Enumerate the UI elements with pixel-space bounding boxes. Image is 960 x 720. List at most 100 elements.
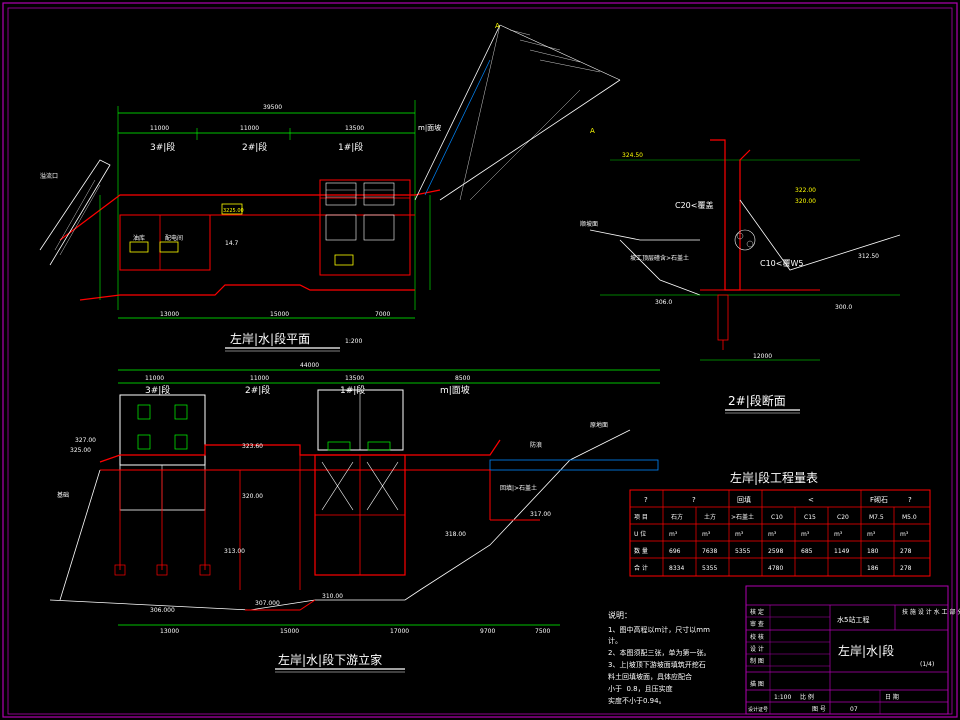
section-note-slope: 顺坡面 (580, 220, 598, 228)
table-h-masonry: F砌石 (870, 496, 888, 504)
plan-seg-dim-1: 11000 (150, 125, 169, 132)
elev-seg-dim-1: 11000 (145, 375, 164, 382)
elev-note-fill: 回填|>石盖土 (500, 484, 537, 492)
notes: 说明： 1、图中高程以m计，尺寸以mm 计。 2、本图须配三张，单为第一张。 3… (608, 610, 710, 705)
table-h-concrete: < (808, 496, 814, 504)
plan-room-oil: 油库 (133, 234, 145, 242)
table-h-item: ? (644, 496, 648, 504)
plan-seg-dim-3: 13500 (345, 125, 364, 132)
table-sh-4: C10 (771, 514, 783, 521)
plan-scale: 1:200 (345, 338, 362, 345)
table-cell: m³ (900, 531, 909, 538)
table-cell: m³ (834, 531, 843, 538)
elev-elev-1: 327.00 (75, 437, 96, 444)
table-cell: 8334 (669, 565, 684, 572)
table-sh-8: M5.0 (902, 514, 917, 521)
table-cell: 5355 (702, 565, 717, 572)
table-sh-1: 石方 (671, 513, 683, 521)
tb-project: 水5站工程 (837, 615, 869, 624)
plan-total-dim: 39500 (263, 104, 282, 111)
tb-row-6: 描 图 (750, 680, 764, 688)
table-cell: m³ (801, 531, 810, 538)
notes-line-6: 小于 0.8，且压实度 (608, 684, 673, 693)
plan-bottom-dim-2: 15000 (270, 311, 289, 318)
notes-line-3: 2、本图须配三张，单为第一张。 (608, 648, 710, 657)
table-cell: 7638 (702, 548, 717, 555)
elev-seg-dim-2: 11000 (250, 375, 269, 382)
elev-elev-4: 320.00 (242, 493, 263, 500)
section-title: 2#|段断面 (728, 393, 786, 408)
tb-no-value: 07 (850, 706, 858, 713)
section-bottom-dim: 12000 (753, 353, 772, 360)
table-cell: 186 (867, 565, 879, 572)
notes-line-4: 3、上|坡顶下游坡面填筑开挖石 (608, 660, 706, 669)
tb-row-2: 审 查 (750, 620, 764, 628)
plan-side-dim: 14.7 (225, 240, 239, 247)
table-sh-2: 土方 (704, 513, 716, 521)
inner-frame (7, 7, 953, 715)
elev-bottom-dim-5: 7500 (535, 628, 550, 635)
plan-title: 左岸|水|段平面 (230, 331, 310, 346)
notes-line-2: 计。 (608, 636, 622, 645)
notes-line-7: 实度不小于0.94。 (608, 696, 666, 705)
table-sh-5: C15 (804, 514, 816, 521)
elev-bottom-dim-1: 13000 (160, 628, 179, 635)
tb-row-4: 设 计 (750, 645, 764, 653)
plan-bottom-dim-3: 7000 (375, 311, 390, 318)
section-note-c20: C20<覆盖 (675, 200, 713, 210)
plan-seg-label-3: 1#|段 (338, 141, 363, 153)
notes-line-1: 1、图中高程以m计，尺寸以mm (608, 625, 710, 634)
table-cell: m³ (768, 531, 777, 538)
quantity-table: 左岸|段工程量表 ? ? 回填 < F砌石 ? 项 目 石方 土方 >石盖土 C… (629, 470, 931, 577)
elev-elev-7: 306.000 (150, 607, 175, 614)
plan-elev-a: A (495, 22, 500, 30)
elev-total-dim: 44000 (300, 362, 319, 369)
table-sh-7: M7.5 (869, 514, 884, 521)
elev-bottom-dim-4: 9700 (480, 628, 495, 635)
table-h-fill: 回填 (737, 495, 751, 504)
elev-elev-8: 307.000 (255, 600, 280, 607)
elev-seg-dim-4: 8500 (455, 375, 470, 382)
notes-heading: 说明： (608, 610, 632, 620)
notes-line-5: 料土回填坡面，具体应配合 (608, 672, 692, 681)
elev-note-base: 基础 (57, 491, 69, 499)
elev-elev-10: 318.00 (445, 531, 466, 538)
table-cell: 2598 (768, 548, 783, 555)
plan-bottom-dim-1: 13000 (160, 311, 179, 318)
tb-row-7: 设计证号 (748, 706, 768, 713)
elev-seg-label-2: 2#|段 (245, 384, 270, 396)
tb-row-5: 制 图 (750, 657, 764, 665)
tb-sheet: (1/4) (920, 661, 934, 668)
plan-view: 39500 11000 11000 13500 3#|段 2#|段 1#|段 m… (39, 22, 621, 352)
table-row-label: 合 计 (634, 564, 648, 572)
tb-row-1: 核 定 (750, 608, 764, 616)
section-elev-4: 312.50 (858, 253, 879, 260)
tb-institute: 技 施 设 计 水 工 部 分 (902, 608, 960, 616)
plan-seg-label-1: 3#|段 (150, 141, 175, 153)
table-cell: m³ (867, 531, 876, 538)
elev-elev-9: 317.00 (530, 511, 551, 518)
elev-elev-2: 325.00 (70, 447, 91, 454)
table-cell: 685 (801, 548, 813, 555)
elev-title: 左岸|水|段下游立家 (278, 652, 382, 667)
plan-seg-label-2: 2#|段 (242, 141, 267, 153)
tb-drawing-title: 左岸|水|段 (838, 643, 894, 658)
elev-seg-dim-3: 13500 (345, 375, 364, 382)
section-note-c10: C10<覆W5 (760, 259, 803, 268)
elev-elev-3: 323.60 (242, 443, 263, 450)
table-sh-6: C20 (837, 514, 849, 521)
section-elev-6: 300.0 (835, 304, 852, 311)
table-cell: 5355 (735, 548, 750, 555)
plan-slope-label: 溢流口 (40, 172, 58, 180)
section-elev-2: 322.00 (795, 187, 816, 194)
tb-scale-label: 比 例 (800, 693, 814, 701)
table-cell: 278 (900, 548, 912, 555)
table-cell: m³ (702, 531, 711, 538)
section-elev-3: 320.00 (795, 198, 816, 205)
table-cell: 180 (867, 548, 879, 555)
elev-seg-label-4: m|面坡 (440, 384, 470, 396)
table-row-label: 数 量 (634, 547, 648, 555)
